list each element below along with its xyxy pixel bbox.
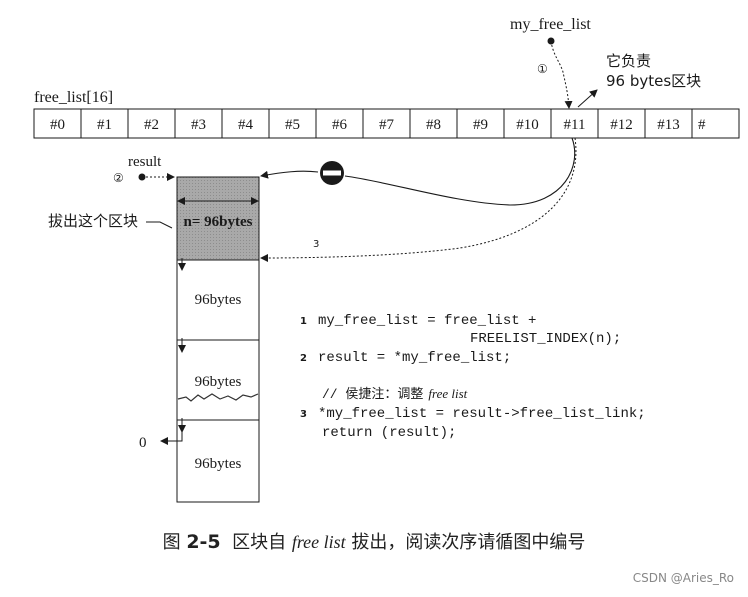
free-list-cell: # xyxy=(691,108,740,139)
caption-number: 2-5 xyxy=(186,531,221,553)
free-list-cell: #3 xyxy=(174,108,223,139)
free-list-cell-label: #5 xyxy=(285,117,300,133)
block-size-3: 96bytes xyxy=(195,374,242,390)
free-list-cell-label: #9 xyxy=(473,117,488,133)
my-free-list-label: my_free_list xyxy=(510,16,591,33)
free-list-cell-label: #10 xyxy=(516,117,539,133)
old-link-arrow xyxy=(260,170,319,179)
code-line-number-3: 3 xyxy=(300,409,307,420)
responsible-note-line1: 它负责 xyxy=(606,52,651,70)
free-list-cell-box xyxy=(221,108,270,139)
free-list-cell-label: #7 xyxy=(379,117,395,133)
step-3-marker: 3 xyxy=(313,239,319,250)
caption-prefix: 图 xyxy=(162,532,181,553)
code-line-3: *my_free_list = result->free_list_link; xyxy=(318,406,646,422)
free-list-cell-box xyxy=(503,108,552,139)
caption-part1: 区块自 xyxy=(232,532,287,553)
watermark: CSDN @Aries_Ro xyxy=(632,571,734,585)
free-list-cell: #0 xyxy=(33,108,82,139)
responsible-arrow xyxy=(577,89,598,108)
null-link xyxy=(160,428,183,445)
free-list-cell: #1 xyxy=(80,108,129,139)
memory-chain: n= 96bytes 96bytes 96bytes 96bytes 0 xyxy=(139,176,260,503)
code-line-1: my_free_list = free_list + xyxy=(318,313,536,329)
cut-link-bar xyxy=(323,170,341,176)
code-line-4: return (result); xyxy=(322,425,456,441)
result-dot xyxy=(138,173,146,181)
block-size-shaded: n= 96bytes xyxy=(184,214,253,230)
code-listing: 1 my_free_list = free_list + FREELIST_IN… xyxy=(300,313,646,441)
marker-1: ① xyxy=(537,62,548,76)
free-list-cell: #12 xyxy=(597,108,646,139)
null-value: 0 xyxy=(139,435,147,451)
free-list-cell: #11 xyxy=(550,108,599,139)
free-list-cell: #8 xyxy=(409,108,458,139)
free-list-cell-label: #8 xyxy=(426,117,441,133)
result-label: result xyxy=(128,154,162,170)
free-list-cell: #4 xyxy=(221,108,270,139)
free-list-cell-box xyxy=(644,108,693,139)
free-list-cell-box xyxy=(315,108,364,139)
free-list-cell: #9 xyxy=(456,108,505,139)
free-list-cell-box xyxy=(409,108,458,139)
free-list-cell-label: #0 xyxy=(50,117,65,133)
free-list-cell: #5 xyxy=(268,108,317,139)
free-list-cell: #6 xyxy=(315,108,364,139)
free-list-cell-label: #12 xyxy=(610,117,633,133)
free-list-cell-label: #1 xyxy=(97,117,112,133)
block-size-2: 96bytes xyxy=(195,292,242,308)
figure-caption: 图 2-5 区块自 free list 拔出，阅读次序请循图中编号 xyxy=(0,528,748,554)
responsible-note-line2: 96 bytes区块 xyxy=(606,72,701,90)
free-list-cell-label: #2 xyxy=(144,117,159,133)
my-free-list-pointer xyxy=(550,40,573,109)
free-list-cell-label: #13 xyxy=(657,117,680,133)
free-list-cell-box xyxy=(550,108,599,139)
free-list-cell: #7 xyxy=(362,108,411,139)
free-list-cell: #2 xyxy=(127,108,176,139)
torn-edge xyxy=(177,393,259,402)
block-size-4: 96bytes xyxy=(195,456,242,472)
free-list-cell-label: #6 xyxy=(332,117,348,133)
extract-block-leader xyxy=(146,221,173,229)
free-list-cell-box xyxy=(456,108,505,139)
code-line-number-2: 2 xyxy=(300,353,307,364)
free-list-cell-label: #11 xyxy=(564,117,586,133)
free-list-cell-box xyxy=(362,108,411,139)
free-list-cell-box xyxy=(80,108,129,139)
caption-italic: free list xyxy=(291,532,346,552)
code-line-2: result = *my_free_list; xyxy=(318,350,511,366)
block-shaded xyxy=(176,176,260,261)
free-list-cell-label: #3 xyxy=(191,117,206,133)
free-list-cell-label: # xyxy=(698,117,706,133)
code-line-1b: FREELIST_INDEX(n); xyxy=(470,331,621,347)
marker-2: ② xyxy=(113,171,124,185)
free-list-cell: #13 xyxy=(644,108,693,139)
new-link-curve xyxy=(260,137,577,262)
caption-part2: 拔出，阅读次序请循图中编号 xyxy=(351,532,586,553)
free-list-cell-box xyxy=(268,108,317,139)
free-list-cell: #10 xyxy=(503,108,552,139)
free-list-title: free_list[16] xyxy=(34,89,113,106)
free-list-cell-box xyxy=(691,108,740,139)
free-list-array: #0 #1 #2 #3 #4 #5 #6 #7 #8 #9 #10 #11 #12 #13 # xyxy=(33,108,740,139)
old-link-curve xyxy=(344,137,576,206)
code-line-number-1: 1 xyxy=(300,316,307,327)
free-list-cell-label: #4 xyxy=(238,117,254,133)
free-list-cell-box xyxy=(597,108,646,139)
block-4 xyxy=(176,419,260,503)
extract-block-label: 拔出这个区块 xyxy=(48,212,138,230)
